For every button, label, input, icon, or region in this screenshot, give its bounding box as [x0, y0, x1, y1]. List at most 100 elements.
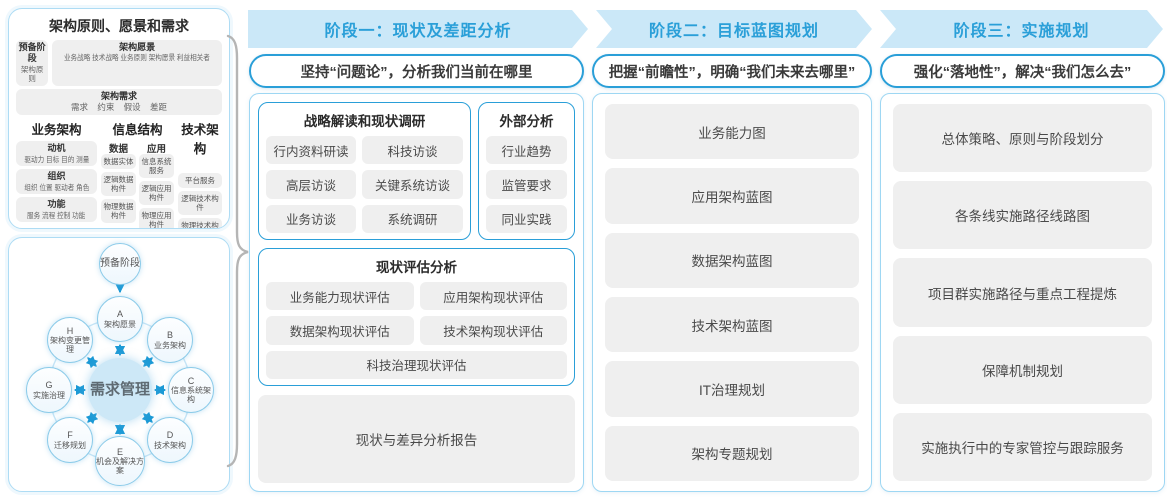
vision-box: 架构愿景 业务战略 技术战略 业务原则 架构愿景 利益相关者: [52, 40, 222, 86]
adm-node-prep: 预备阶段: [99, 243, 141, 285]
phase-2-content: 业务能力图 应用架构蓝图 数据架构蓝图 技术架构蓝图 IT治理规划 架构专题规划: [592, 93, 872, 492]
assessment-item: 技术架构现状评估: [419, 316, 567, 345]
data-subcolumn: 数据 数据实体 逻辑数据构件 物理数据构件: [101, 141, 136, 228]
information-structure-title: 信息结构: [112, 123, 163, 138]
adm-node-d: D 技术架构: [147, 417, 193, 463]
strategy-item: 科技访谈: [362, 136, 463, 165]
phase-2-banner: 把握“前瞻性”，明确“我们未来去哪里”: [592, 54, 872, 88]
adm-node-f-label: 迁移规划: [54, 440, 86, 450]
adm-node-c: C 信息系统架构: [168, 367, 214, 413]
adm-node-h-label: 架构变更管理: [50, 335, 90, 355]
implementation-item: 总体策略、原则与阶段划分: [893, 104, 1152, 173]
application-item: 信息系统服务: [139, 154, 174, 179]
adm-node-c-label: 信息系统架构: [171, 385, 211, 405]
phase-1-banner: 坚持“问题论”，分析我们当前在哪里: [249, 54, 584, 88]
motivation-title: 动机: [47, 143, 66, 154]
data-item: 数据实体: [101, 154, 136, 170]
blueprint-item: IT治理规划: [605, 361, 859, 417]
strategy-item: 系统调研: [362, 204, 463, 233]
prep-stage-box: 预备阶段 架构原则: [16, 40, 49, 86]
data-label: 数据: [108, 144, 128, 156]
organization-title: 组织: [47, 171, 66, 182]
adm-node-d-id: D: [166, 430, 174, 441]
organization-box: 组织 组织 位置 驱动者 角色: [16, 169, 97, 195]
requirements-box: 架构需求 需求 约束 假设 差距: [16, 89, 222, 116]
gap-analysis-report-box: 现状与差异分析报告: [258, 395, 575, 483]
vision-items: 业务战略 技术战略 业务原则 架构愿景 利益相关者: [64, 53, 211, 63]
external-item: 行业趋势: [486, 136, 567, 165]
adm-node-b: B 业务架构: [147, 317, 193, 363]
assessment-item: 数据架构现状评估: [266, 316, 414, 345]
phase-3-header: 阶段三：实施规划: [880, 10, 1163, 48]
blueprint-item: 架构专题规划: [605, 425, 859, 481]
adm-node-d-label: 技术架构: [154, 440, 186, 450]
adm-node-e: E 机会及解决方案: [95, 436, 145, 486]
adm-node-a-label: 架构愿景: [104, 319, 136, 329]
assessment-box: 现状评估分析 业务能力现状评估 应用架构现状评估 数据架构现状评估 技术架构现状…: [258, 248, 575, 386]
strategy-research-box: 战略解读和现状调研 行内资料研读 科技访谈 高层访谈 关键系统访谈 业务访谈 系…: [258, 102, 471, 240]
requirements-title: 架构需求: [100, 91, 137, 101]
prep-vision-row: 预备阶段 架构原则 架构愿景 业务战略 技术战略 业务原则 架构愿景 利益相关者: [16, 40, 222, 86]
motivation-items: 驱动力 目标 目的 测量: [24, 154, 89, 164]
function-items: 服务 流程 控制 功能: [27, 210, 86, 220]
adm-node-a: A 架构愿景: [97, 296, 143, 342]
tech-item: 平台服务: [178, 173, 222, 189]
adm-node-h: H 架构变更管理: [47, 317, 93, 363]
brace-connector: [226, 34, 249, 468]
blueprint-item: 业务能力图: [605, 104, 859, 160]
organization-items: 组织 位置 驱动者 角色: [24, 182, 89, 192]
application-item: 物理应用构件: [139, 208, 174, 228]
tech-item: 逻辑技术构件: [178, 191, 222, 216]
blueprint-item: 技术架构蓝图: [605, 296, 859, 353]
phase-1-content: 战略解读和现状调研 行内资料研读 科技访谈 高层访谈 关键系统访谈 业务访谈 系…: [249, 93, 584, 492]
strategy-item: 行内资料研读: [266, 136, 357, 165]
function-title: 功能: [47, 199, 66, 210]
strategy-item: 高层访谈: [266, 170, 357, 199]
adm-node-b-label: 业务架构: [154, 340, 186, 350]
vision-title: 架构愿景: [119, 42, 156, 52]
strategy-item: 业务访谈: [266, 204, 357, 233]
implementation-item: 保障机制规划: [893, 335, 1152, 404]
prep-stage-label: 预备阶段: [18, 42, 46, 64]
assessment-item: 业务能力现状评估: [266, 282, 414, 311]
external-item: 同业实践: [486, 204, 567, 233]
implementation-item: 项目群实施路径与重点工程提炼: [893, 258, 1152, 327]
function-box: 功能 服务 流程 控制 功能: [16, 197, 97, 223]
business-architecture-title: 业务架构: [31, 123, 82, 138]
adm-node-f: F 迁移规划: [47, 417, 93, 463]
application-item: 逻辑应用构件: [139, 181, 174, 206]
assessment-title: 现状评估分析: [376, 260, 457, 275]
application-label: 应用: [146, 144, 166, 156]
strategy-research-title: 战略解读和现状调研: [303, 114, 426, 129]
adm-node-f-id: F: [67, 430, 73, 441]
blueprint-item: 应用架构蓝图: [605, 168, 859, 224]
data-item: 物理数据构件: [101, 199, 136, 224]
external-analysis-box: 外部分析 行业趋势 监管要求 同业实践: [478, 102, 575, 240]
strategy-item: 关键系统访谈: [362, 170, 463, 199]
information-structure-column: 信息结构 数据 数据实体 逻辑数据构件 物理数据构件 应用 信息系统服务 逻辑应…: [101, 119, 174, 228]
adm-center-requirements: 需求管理: [88, 358, 152, 422]
assessment-item: 科技治理现状评估: [266, 350, 567, 379]
external-analysis-title: 外部分析: [499, 114, 554, 129]
adm-node-e-label: 机会及解决方案: [96, 456, 144, 476]
adm-node-h-id: H: [66, 325, 74, 336]
adm-node-g: G 实施治理: [26, 367, 72, 413]
phase-3-content: 总体策略、原则与阶段划分 各条线实施路径线路图 项目群实施路径与重点工程提炼 保…: [880, 93, 1165, 492]
technical-architecture-title: 技术架构: [181, 123, 219, 157]
adm-node-b-id: B: [166, 330, 173, 341]
motivation-box: 动机 驱动力 目标 目的 测量: [16, 141, 97, 167]
application-subcolumn: 应用 信息系统服务 逻辑应用构件 物理应用构件: [139, 141, 174, 228]
tech-item: 物理技术构件: [178, 218, 222, 228]
adm-node-a-id: A: [116, 309, 123, 320]
prep-principle-label: 架构原则: [20, 64, 44, 84]
assessment-item: 应用架构现状评估: [419, 282, 567, 311]
architecture-framework-panel: 架构原则、愿景和需求 预备阶段 架构原则 架构愿景 业务战略 技术战略 业务原则…: [8, 8, 230, 229]
requirements-items: 需求 约束 假设 差距: [70, 102, 168, 113]
adm-cycle-panel: 预备阶段 A 架构愿景 B 业务架构 C 信息系统架构 D 技术架构 E 机会及…: [8, 237, 230, 492]
implementation-item-big: 实施执行中的专家管控与跟踪服务: [893, 412, 1152, 482]
phase-3-banner: 强化“落地性”，解决“我们怎么去”: [880, 54, 1165, 88]
architecture-columns: 业务架构 动机 驱动力 目标 目的 测量 组织 组织 位置 驱动者 角色 功能 …: [16, 119, 222, 228]
adm-node-g-label: 实施治理: [33, 390, 65, 400]
adm-node-g-id: G: [45, 380, 53, 391]
